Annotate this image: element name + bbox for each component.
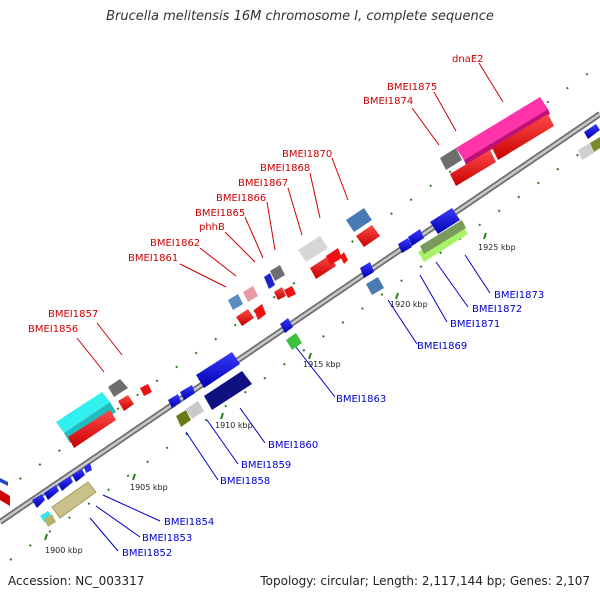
gene-label[interactable]: dnaE2 xyxy=(452,54,484,65)
gene-forward[interactable] xyxy=(274,287,286,300)
gene-forward[interactable] xyxy=(298,236,328,262)
gene-label[interactable]: BMEI1854 xyxy=(164,517,214,528)
gene-label[interactable]: BMEI1858 xyxy=(220,476,270,487)
gene-reverse[interactable] xyxy=(180,385,195,400)
gene-label[interactable]: BMEI1857 xyxy=(48,309,98,320)
gene-reverse[interactable] xyxy=(52,482,96,518)
gene-forward[interactable] xyxy=(590,137,600,152)
gene-forward[interactable] xyxy=(284,286,296,298)
gene-forward[interactable] xyxy=(578,143,594,160)
gene-forward[interactable] xyxy=(464,109,550,165)
gene-label[interactable]: BMEI1865 xyxy=(195,208,245,219)
kbp-tick-labels: 1900 kbp 1905 kbp 1910 kbp 1915 kbp 1920… xyxy=(45,243,516,555)
gene-forward[interactable] xyxy=(0,490,10,506)
gene-reverse[interactable] xyxy=(72,469,85,482)
top-label-leaders xyxy=(76,62,504,373)
gene-label[interactable]: BMEI1873 xyxy=(494,290,544,301)
map-title: Brucella melitensis 16M chromosome I, co… xyxy=(106,9,494,24)
gene-forward[interactable] xyxy=(254,304,266,320)
gene-reverse[interactable] xyxy=(176,410,191,427)
gene-label[interactable]: BMEI1856 xyxy=(28,324,78,335)
gene-label[interactable]: BMEI1870 xyxy=(282,149,332,160)
gene-label[interactable]: BMEI1860 xyxy=(268,440,318,451)
gene-reverse[interactable] xyxy=(32,494,45,508)
gene-label[interactable]: BMEI1867 xyxy=(238,178,288,189)
gene-label[interactable]: BMEI1869 xyxy=(417,341,467,352)
gene-forward[interactable] xyxy=(118,395,134,411)
gene-reverse[interactable] xyxy=(430,208,460,234)
gene-reverse[interactable] xyxy=(264,273,275,289)
gene-forward[interactable] xyxy=(68,410,116,448)
gene-forward[interactable] xyxy=(356,225,380,247)
tick-label: 1920 kbp xyxy=(390,300,428,309)
bottom-gene-labels: BMEI1852 BMEI1853 BMEI1854 BMEI1858 BMEI… xyxy=(122,290,544,559)
gene-forward[interactable] xyxy=(108,379,128,397)
gene-reverse[interactable] xyxy=(204,371,252,410)
accession-text: Accession: NC_003317 xyxy=(8,574,145,588)
gene-label[interactable]: BMEI1863 xyxy=(336,394,386,405)
gene-reverse[interactable] xyxy=(366,277,384,295)
bottom-label-leaders xyxy=(89,254,491,552)
gene-label[interactable]: BMEI1862 xyxy=(150,238,200,249)
gene-reverse[interactable] xyxy=(360,262,374,278)
gene-reverse[interactable] xyxy=(168,394,181,408)
gene-reverse[interactable] xyxy=(280,318,293,333)
gene-label[interactable]: BMEI1875 xyxy=(387,82,437,93)
gene-forward[interactable] xyxy=(140,384,152,396)
topology-summary: Topology: circular; Length: 2,117,144 bp… xyxy=(260,574,590,588)
gene-forward[interactable] xyxy=(243,286,258,302)
gene-reverse[interactable] xyxy=(186,401,204,419)
gene-forward[interactable] xyxy=(228,294,243,310)
top-gene-labels: BMEI1856 BMEI1857 BMEI1861 BMEI1862 phhB… xyxy=(28,54,484,335)
gene-forward[interactable] xyxy=(440,148,462,170)
gene-reverse[interactable] xyxy=(196,352,240,388)
gene-reverse[interactable] xyxy=(584,124,600,139)
gene-reverse[interactable] xyxy=(84,463,92,473)
genes xyxy=(0,97,600,527)
gene-label[interactable]: BMEI1859 xyxy=(241,460,291,471)
tick-label: 1925 kbp xyxy=(478,243,516,252)
gene-reverse[interactable] xyxy=(420,220,466,254)
gene-forward[interactable] xyxy=(340,252,348,264)
guide-line-inner xyxy=(9,138,600,561)
gene-reverse[interactable] xyxy=(40,511,53,523)
gene-label[interactable]: BMEI1861 xyxy=(128,253,178,264)
gene-label[interactable]: BMEI1871 xyxy=(450,319,500,330)
tick-label: 1915 kbp xyxy=(303,360,341,369)
gene-reverse[interactable] xyxy=(286,333,302,350)
gene-reverse[interactable] xyxy=(408,229,424,246)
tick-label: 1905 kbp xyxy=(130,483,168,492)
gene-forward[interactable] xyxy=(0,478,8,486)
gene-forward[interactable] xyxy=(492,114,554,160)
gene-label[interactable]: BMEI1852 xyxy=(122,548,172,559)
gene-forward[interactable] xyxy=(326,248,342,265)
kbp-ticks xyxy=(44,232,487,541)
gene-forward[interactable] xyxy=(450,150,496,186)
tick-label: 1900 kbp xyxy=(45,546,83,555)
gene-reverse[interactable] xyxy=(44,485,59,500)
gene-reverse[interactable] xyxy=(58,476,73,491)
gene-forward[interactable] xyxy=(236,309,254,326)
gene-reverse[interactable] xyxy=(44,514,56,527)
gene-forward[interactable] xyxy=(56,392,110,433)
gene-forward[interactable] xyxy=(346,208,372,232)
gene-label[interactable]: BMEI1868 xyxy=(260,163,310,174)
gene-forward[interactable] xyxy=(270,265,285,281)
chromosome-backbone-highlight xyxy=(0,112,600,524)
gene-label[interactable]: BMEI1853 xyxy=(142,533,192,544)
tick-label: 1910 kbp xyxy=(215,421,253,430)
gene-label[interactable]: BMEI1866 xyxy=(216,193,266,204)
gene-reverse[interactable] xyxy=(398,238,412,253)
gene-label[interactable]: BMEI1872 xyxy=(472,304,522,315)
gene-label[interactable]: BMEI1874 xyxy=(363,96,413,107)
gene-label[interactable]: phhB xyxy=(199,222,225,233)
gene-forward[interactable] xyxy=(456,97,548,160)
